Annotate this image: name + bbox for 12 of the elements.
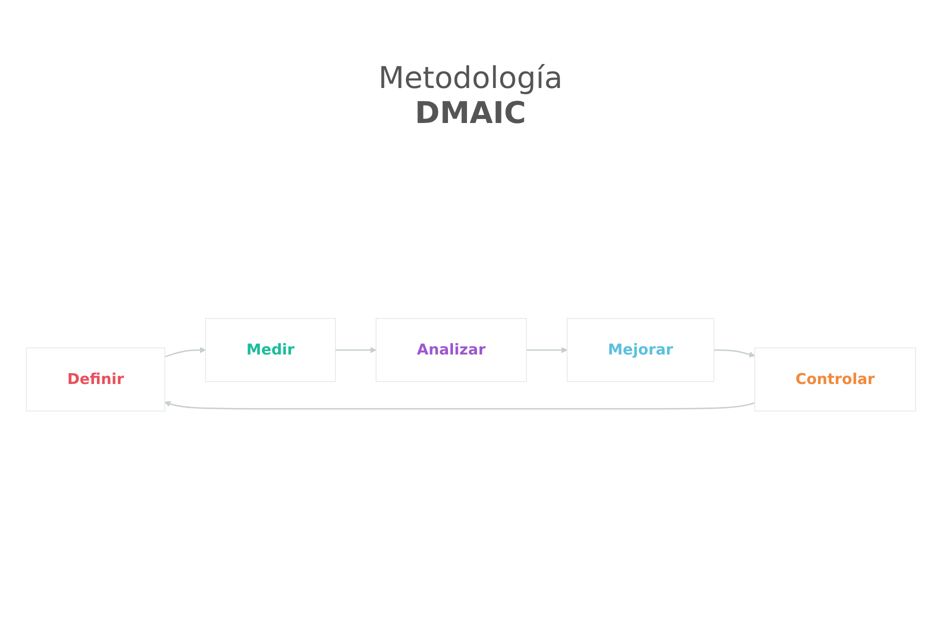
- arrow: [334, 346, 376, 353]
- node-box: Definir: [26, 347, 165, 412]
- center-title: DMAIC: [414, 96, 528, 130]
- center-label: Metodología: [378, 60, 563, 96]
- arrow: [713, 349, 754, 358]
- node-box: Controlar: [754, 347, 916, 412]
- arrow: [164, 346, 206, 358]
- arrow: [164, 400, 754, 410]
- node-box: Medir: [204, 318, 336, 382]
- arrow: [526, 346, 567, 353]
- node-box: Mejorar: [566, 318, 714, 382]
- node-box: Analizar: [375, 318, 526, 382]
